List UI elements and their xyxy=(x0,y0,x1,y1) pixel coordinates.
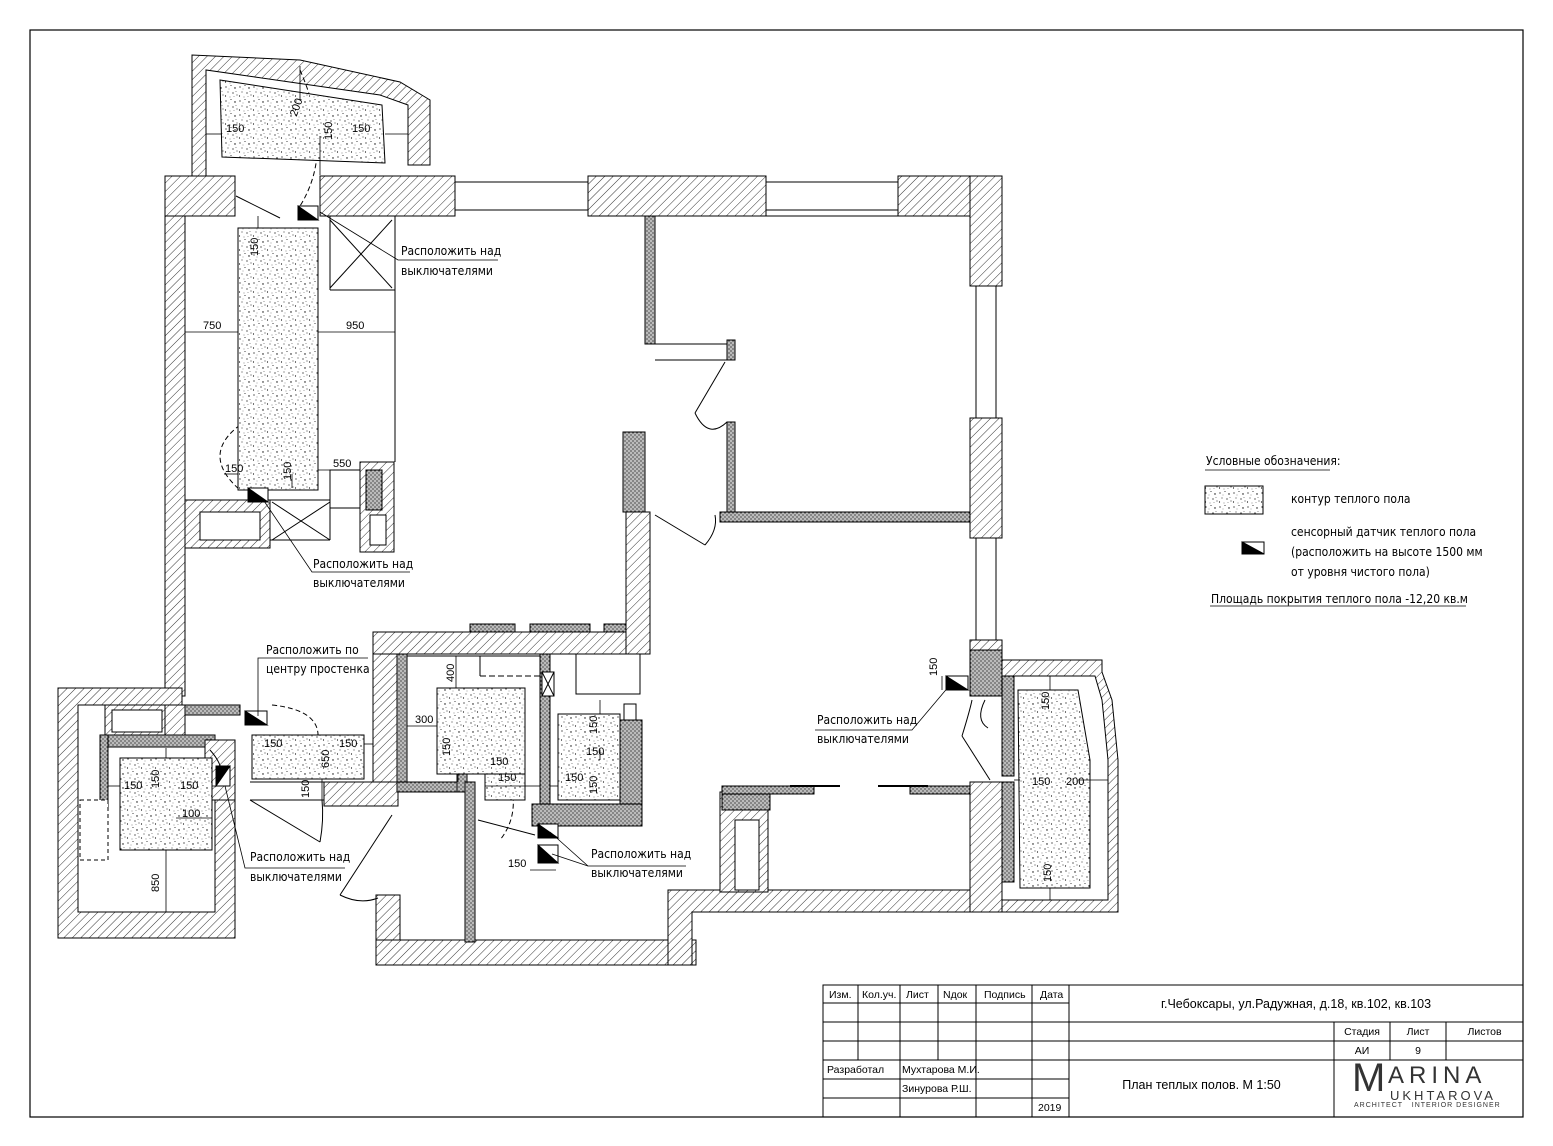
tb-stage-label: Стадия xyxy=(1344,1026,1380,1038)
legend-title: Условные обозначения: xyxy=(1206,454,1341,468)
dim-hall-bottom-left: 150 xyxy=(225,463,244,475)
tb-header-list: Лист xyxy=(906,989,929,1001)
dim-left-balcony-top: 150 xyxy=(150,769,162,788)
dim-right-balcony-200: 200 xyxy=(1066,776,1085,788)
sensor-icon xyxy=(247,487,270,503)
tb-header-ndok: Nдок xyxy=(943,989,968,1001)
dim-bath2-top-vertical: 150 xyxy=(588,715,600,734)
logo-main: ARINA xyxy=(1388,1062,1487,1089)
sensor-icon xyxy=(537,843,560,864)
tb-address: г.Чебоксары, ул.Радужная, д.18, кв.102, … xyxy=(1160,997,1432,1011)
title-block-grid xyxy=(822,984,1524,1118)
legend-area: Площадь покрытия теплого пола -12,20 кв.… xyxy=(1211,592,1468,606)
note-left-line2: выключателями xyxy=(250,870,342,884)
tb-author-1: Мухтарова М.И. xyxy=(902,1064,980,1076)
tb-header-data: Дата xyxy=(1040,989,1064,1001)
legend-sensor-line3: от уровня чистого пола) xyxy=(1291,565,1430,579)
note-center-line1: Расположить по xyxy=(266,643,359,657)
dim-hall-bottom-vertical: 150 xyxy=(282,461,294,480)
logo-tagline: ARCHITECT INTERIOR DESIGNER xyxy=(1354,1102,1501,1109)
tb-sheet-value: 9 xyxy=(1415,1045,1421,1057)
warm-floor-corridor xyxy=(251,734,365,780)
legend-sensor-icon xyxy=(1241,541,1265,555)
dim-left-balcony-850: 850 xyxy=(150,873,162,892)
dim-hall-top: 150 xyxy=(249,237,261,256)
note-top-line2: выключателями xyxy=(401,264,493,278)
legend-sensor-line2: (расположить на высоте 1500 мм xyxy=(1291,545,1483,559)
dim-top-balcony-vertical: 150 xyxy=(323,121,335,140)
sensors xyxy=(215,205,970,864)
dim-bath1-inner: 150 xyxy=(490,756,509,768)
sensor-icon xyxy=(945,675,970,691)
tb-year: 2019 xyxy=(1038,1102,1062,1114)
dim-left-balcony-left: 150 xyxy=(124,780,143,792)
note-hall-line1: Расположить над xyxy=(313,557,414,571)
warm-floor-right-balcony xyxy=(1017,689,1091,889)
dim-corridor-right: 150 xyxy=(339,738,358,750)
note-bath-line2: выключателями xyxy=(591,866,683,880)
dim-right-balcony-left: 150 xyxy=(1032,776,1051,788)
tb-header-kolvo: Кол.уч. xyxy=(862,989,897,1001)
tb-header-podpis: Подпись xyxy=(984,989,1026,1001)
sensor-icon xyxy=(244,710,269,726)
dim-bath1-vertical: 150 xyxy=(441,737,453,756)
tb-stage-value: АИ xyxy=(1354,1045,1370,1057)
dim-top-balcony-right: 150 xyxy=(352,123,371,135)
tb-sheet-label: Лист xyxy=(1406,1026,1430,1038)
dim-corridor-left: 150 xyxy=(264,738,283,750)
dim-right-sensor: 150 xyxy=(928,657,940,676)
dim-top-balcony-left: 150 xyxy=(226,123,245,135)
dim-bath2-bottom: 150 xyxy=(565,772,584,784)
tb-header-izm: Изм. xyxy=(829,989,852,1001)
sheet-frame xyxy=(29,29,1524,1118)
tb-author-2: Зинурова Р.Ш. xyxy=(902,1083,972,1095)
logo-sub: UKHTAROVA xyxy=(1390,1088,1496,1103)
note-top-line1: Расположить над xyxy=(401,244,502,258)
dim-bath1-bottom: 150 xyxy=(498,772,517,784)
leader-lines xyxy=(224,211,1466,869)
legend-sensor-line1: сенсорный датчик теплого пола xyxy=(1291,525,1477,539)
warm-floor-top-balcony xyxy=(219,79,386,164)
legend-warm-floor-swatch xyxy=(1204,485,1264,515)
dimension-lines xyxy=(108,66,1108,912)
dim-right-balcony-bottom: 150 xyxy=(1042,863,1054,882)
sensor-icon xyxy=(215,765,231,788)
dim-bath2-mid: 150 xyxy=(586,746,605,758)
sensor-icon xyxy=(297,205,320,221)
dim-bath1-400: 400 xyxy=(445,663,457,682)
warm-floor-left-balcony xyxy=(119,757,213,851)
legend-warm-floor-label: контур теплого пола xyxy=(1291,492,1411,506)
logo: M ARINA UKHTAROVA ARCHITECT INTERIOR DES… xyxy=(1352,1058,1512,1112)
dim-sensor-bath: 150 xyxy=(508,858,527,870)
warm-floor-hall xyxy=(237,227,319,491)
dim-bath1-300: 300 xyxy=(415,714,434,726)
dim-left-balcony-right: 150 xyxy=(180,780,199,792)
dim-hall-bottom-right: 550 xyxy=(333,458,352,470)
dim-right-balcony-top: 150 xyxy=(1040,691,1052,710)
dim-corridor-650: 650 xyxy=(320,749,332,768)
note-left-line1: Расположить над xyxy=(250,850,351,864)
tb-sheets-label: Листов xyxy=(1467,1026,1502,1038)
note-right-line2: выключателями xyxy=(817,732,909,746)
tb-developed-label: Разработал xyxy=(827,1064,885,1076)
sensor-icon xyxy=(537,823,560,839)
warm-floor-bathroom-1 xyxy=(436,687,526,775)
dim-hall-left: 750 xyxy=(203,320,222,332)
dim-corridor-bottom: 150 xyxy=(300,779,312,798)
note-bath-line1: Расположить над xyxy=(591,847,692,861)
warm-floor-zones xyxy=(119,79,1091,889)
warm-floor-bathroom-2 xyxy=(557,713,621,801)
logo-m: M xyxy=(1352,1056,1386,1100)
dim-hall-right: 950 xyxy=(346,320,365,332)
dim-bath2-low-vertical: 150 xyxy=(588,775,600,794)
note-right-line1: Расположить над xyxy=(817,713,918,727)
dim-left-balcony-100: 100 xyxy=(182,808,201,820)
note-center-line2: центру простенка xyxy=(266,662,370,676)
note-hall-line2: выключателями xyxy=(313,576,405,590)
tb-drawing-title: План теплых полов. М 1:50 xyxy=(1122,1078,1281,1092)
